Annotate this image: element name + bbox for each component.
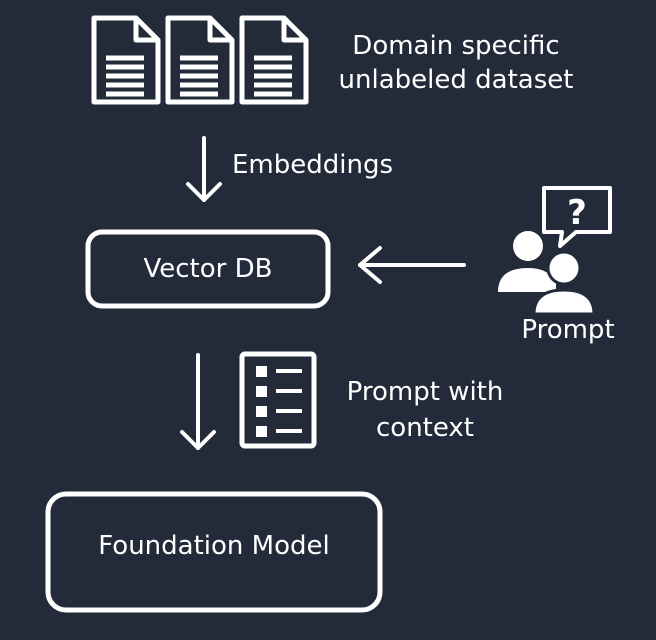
dataset-label-line1: Domain specific <box>352 31 560 61</box>
arrow-left-icon <box>358 246 466 284</box>
context-label-line1: Prompt with <box>346 377 504 407</box>
prompt-label: Prompt <box>521 315 615 345</box>
context-label-line2: context <box>376 413 474 443</box>
vector-db-box <box>85 229 331 309</box>
vector-db-label: Vector DB <box>143 254 273 284</box>
foundation-model-label: Foundation Model <box>98 531 330 561</box>
document-icon <box>165 15 235 105</box>
document-icon <box>239 15 309 105</box>
users-question-icon: ? <box>498 186 612 316</box>
svg-text:?: ? <box>567 193 587 233</box>
arrow-down-icon <box>186 136 222 202</box>
dataset-label-line2: unlabeled dataset <box>338 65 574 95</box>
checklist-icon <box>239 351 317 449</box>
arrow-down-icon <box>180 353 216 450</box>
foundation-model-box <box>45 491 383 613</box>
embeddings-label: Embeddings <box>232 150 394 180</box>
document-icon <box>91 15 161 105</box>
